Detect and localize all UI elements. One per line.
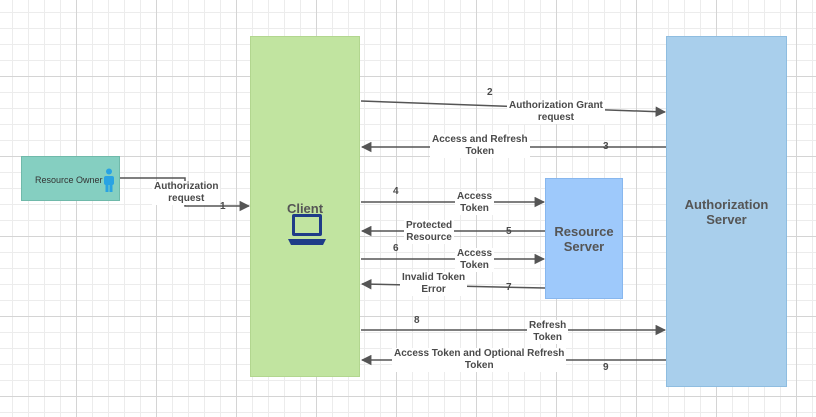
- resource-owner-label: Resource Owner: [35, 175, 103, 185]
- person-icon: [104, 168, 114, 192]
- client-title: Client: [286, 201, 324, 216]
- edge-8-number: 8: [414, 315, 420, 326]
- client-node[interactable]: Client: [250, 36, 360, 377]
- edge-2-number: 2: [487, 87, 493, 98]
- edge-1-label: Authorization request: [152, 181, 221, 205]
- edge-8-label: Refresh Token: [527, 320, 569, 344]
- authorization-server-title: Authorization Server: [684, 197, 769, 227]
- edge-5-label: Protected Resource: [404, 220, 455, 244]
- edge-9-label: Access Token and Optional Refresh Token: [392, 348, 567, 372]
- resource-owner-node[interactable]: Resource Owner: [21, 156, 120, 201]
- resource-server-title: Resource Server: [554, 224, 614, 254]
- edge-7-label: Invalid Token Error: [400, 272, 468, 296]
- edge-2-label: Authorization Grant request: [507, 100, 605, 124]
- edge-9-number: 9: [603, 362, 609, 373]
- edge-3-label: Access and Refresh Token: [430, 134, 530, 158]
- edge-6-number: 6: [393, 243, 399, 254]
- authorization-server-node[interactable]: Authorization Server: [666, 36, 787, 387]
- edge-7-number: 7: [506, 282, 512, 293]
- edge-5-number: 5: [506, 226, 512, 237]
- laptop-icon: [288, 214, 326, 245]
- edge-3-number: 3: [603, 141, 609, 152]
- edge-4-number: 4: [393, 186, 399, 197]
- edge-6-label: Access Token: [455, 248, 495, 272]
- resource-server-node[interactable]: Resource Server: [545, 178, 623, 299]
- edge-1-number: 1: [220, 201, 226, 212]
- edge-4-label: Access Token: [455, 191, 495, 215]
